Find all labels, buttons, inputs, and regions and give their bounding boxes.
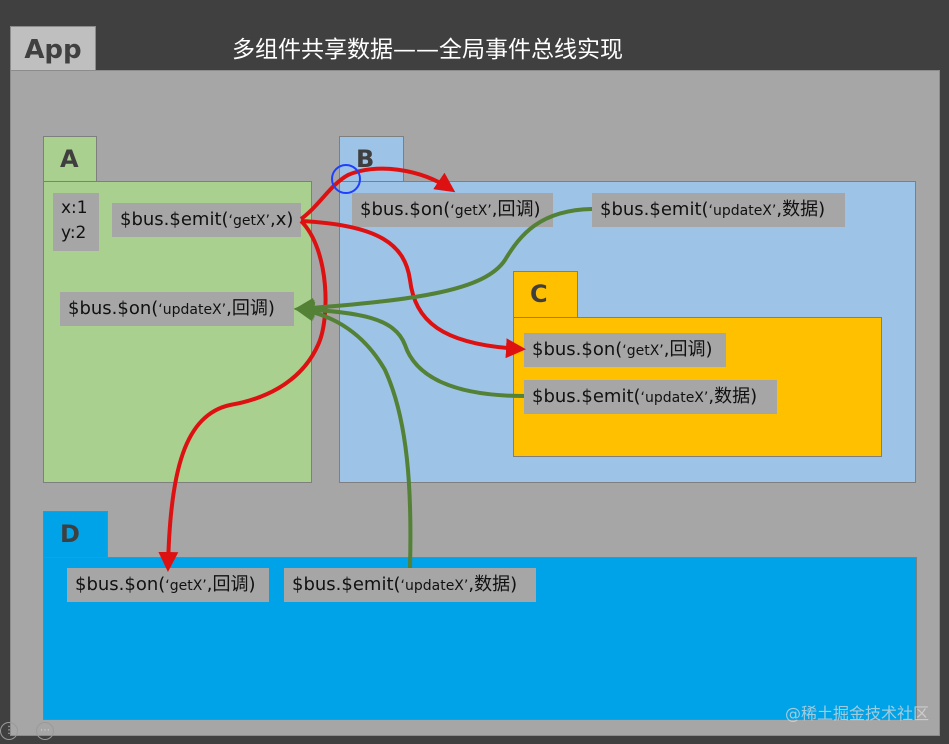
arrow-a-to-d	[158, 219, 328, 572]
a-emit-getx: $bus.$emit(‘getX’,x)	[112, 203, 301, 237]
c-on-getx: $bus.$on(‘getX’,回调)	[524, 333, 726, 367]
arrow-c-to-a	[294, 299, 525, 398]
component-a-vars: x:1 y:2	[53, 193, 99, 251]
d-emit-updatex: $bus.$emit(‘updateX’,数据)	[284, 568, 536, 602]
b-emit-updatex: $bus.$emit(‘updateX’,数据)	[592, 193, 845, 227]
b-on-getx: $bus.$on(‘getX’,回调)	[352, 193, 553, 227]
component-d-tab: D	[43, 511, 108, 558]
c-emit-updatex: $bus.$emit(‘updateX’,数据)	[524, 380, 777, 414]
more-vertical-icon[interactable]: ⋮	[0, 722, 18, 740]
component-c-tab: C	[513, 271, 578, 318]
var-y: y:2	[61, 223, 87, 243]
arrow-a-to-b	[299, 166, 456, 221]
arrow-a-to-c	[300, 219, 526, 359]
watermark: @稀土掘金技术社区	[784, 704, 929, 723]
d-on-getx: $bus.$on(‘getX’,回调)	[67, 568, 269, 602]
highlight-circle	[331, 164, 361, 194]
arrow-b-to-a	[294, 207, 593, 318]
diagram-title: 多组件共享数据——全局事件总线实现	[232, 37, 623, 63]
arrow-d-to-a	[294, 301, 413, 569]
var-x: x:1	[61, 198, 88, 218]
component-a-tab: A	[43, 136, 97, 182]
app-tab: App	[10, 26, 96, 72]
top-bar: App 多组件共享数据——全局事件总线实现	[0, 0, 949, 72]
more-horizontal-icon[interactable]: ⋯	[36, 722, 54, 740]
a-on-updatex: $bus.$on(‘updateX’,回调)	[60, 292, 294, 326]
